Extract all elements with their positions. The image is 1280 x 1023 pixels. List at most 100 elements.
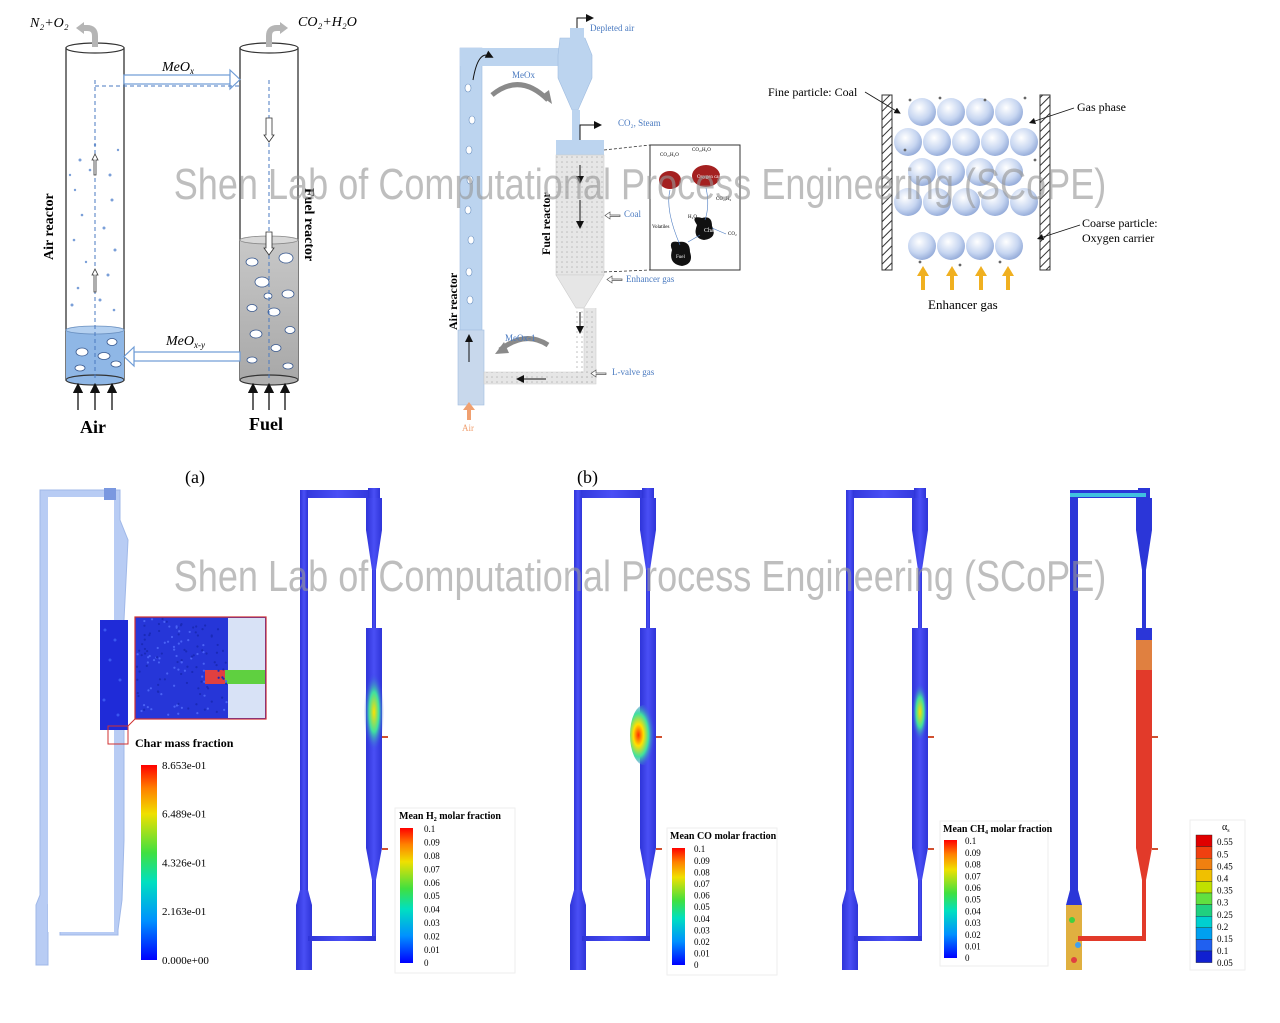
legend-tick-label: 0.3: [1217, 898, 1229, 908]
legend-tick-label: 4.326e-01: [162, 857, 206, 869]
inset-co2h2o-left: CO₂,H₂O: [660, 153, 679, 158]
inset-oxygen-carrier: Oxygen carrier: [697, 175, 727, 180]
oxygen-carrier-sphere: [937, 158, 965, 186]
legend-tick-label: 0: [965, 953, 970, 963]
gas-phase-label: Gas phase: [1077, 100, 1126, 114]
legend-color-block: [1195, 858, 1213, 871]
inset-char: Char: [704, 228, 716, 234]
meoxy-transfer-arrow: [123, 345, 241, 368]
air-in-label: Air: [462, 423, 474, 433]
fuel-reactor-label: Fuel reactor: [301, 188, 316, 261]
legend-3-ticks: 0.10.090.080.070.060.050.040.030.020.010: [694, 844, 710, 970]
oxygen-carrier-spheres: [894, 98, 1038, 260]
legend-co: Mean CO molar fraction 0.1 0.090.08 0.07 0.…: [666, 827, 778, 976]
oxygen-carrier-sphere: [894, 188, 922, 216]
legend-tick-label: 8.653e-01: [162, 760, 206, 772]
legend-tick-label: 0.08: [965, 860, 981, 870]
fine-particle-label: Fine particle: Coal: [768, 85, 858, 99]
legend-3-title: Mean CO molar fraction: [670, 831, 777, 842]
air-reactor-column: [65, 42, 125, 386]
legend-tick-label: 0: [694, 960, 699, 970]
legend-tick-label: 0.1: [424, 824, 435, 834]
oxygen-carrier-sphere: [995, 98, 1023, 126]
reaction-inset: CO₂,H₂O CO₂,H₂O Oxygen carrier CO₂,H₂ Vo…: [603, 144, 741, 273]
legend-tick-label: 2.163e-01: [162, 906, 206, 918]
oxygen-carrier-sphere: [981, 188, 1009, 216]
legend-color-block: [1195, 892, 1213, 905]
oxygen-carrier-sphere: [908, 98, 936, 126]
legend-1-colorbar: [141, 765, 157, 960]
legend-h2: Mean H2 molar fraction 0.1 0.09 0.08 0.07 0.…: [394, 807, 516, 974]
meoxy-label: MeOx-y: [165, 334, 205, 350]
legend-tick-label: 0.02: [965, 930, 981, 940]
legend-tick-label: 0.1: [965, 836, 976, 846]
legend-tick-label: 0.1: [694, 844, 705, 854]
legend-5-colorbar: [1195, 834, 1213, 963]
enhancer-gas-b-label: Enhancer gas: [626, 274, 675, 284]
legend-tick-label: 0.02: [424, 931, 440, 941]
legend-tick-label: 0.5: [1217, 849, 1229, 859]
legend-5-ticks: 0.550.50.450.40.350.30.250.20.150.10.05: [1217, 837, 1233, 968]
legend-tick-label: 0.05: [694, 902, 710, 912]
legend-tick-label: 0.05: [1217, 958, 1233, 968]
oxygen-carrier-sphere: [908, 158, 936, 186]
top-right-gas-label: CO₂+H₂O: [298, 15, 357, 30]
top-left-gas-label: N₂+O₂: [29, 16, 69, 31]
inset-co2: CO₂: [728, 232, 737, 237]
panel-a-schematic: N₂+O₂ CO₂+H₂O MeOx MeOx-y Air reactor Fu…: [29, 15, 357, 488]
cfd-char-mass-fraction: Char mass fraction 8.653e-016.489e-014.3…: [35, 488, 267, 967]
oxygen-carrier-sphere: [966, 232, 994, 260]
inset-fuel: Fuel: [676, 255, 686, 260]
legend-color-block: [1195, 939, 1213, 952]
legend-tick-label: 0.05: [965, 895, 981, 905]
legend-4-title: Mean CH4 molar fraction: [943, 824, 1053, 836]
legend-1-ticks: 8.653e-016.489e-014.326e-012.163e-010.00…: [162, 760, 209, 967]
oxygen-carrier-sphere: [952, 128, 980, 156]
air-inlet-label: Air: [80, 417, 106, 437]
legend-tick-label: 0.09: [424, 838, 440, 848]
legend-tick-label: 0.25: [1217, 910, 1233, 920]
legend-tick-label: 0.03: [694, 925, 710, 935]
legend-3-colorbar: [672, 848, 685, 965]
legend-ch4: Mean CH4 molar fraction 0.10.090.080.070…: [939, 820, 1053, 967]
fuel-reactor-b-label: Fuel reactor: [539, 192, 553, 255]
coarse-particle-label-2: Oxygen carrier: [1082, 231, 1154, 245]
coarse-particle-label-1: Coarse particle:: [1082, 216, 1158, 230]
legend-tick-label: 0.04: [965, 906, 981, 916]
legend-tick-label: 0.07: [694, 879, 710, 889]
inset-volatiles: Volatiles: [652, 225, 669, 230]
oxygen-carrier-sphere: [995, 158, 1023, 186]
caption-b: (b): [577, 467, 598, 488]
panel-c-schematic: Fine particle: Coal Gas phase Coarse par…: [768, 85, 1158, 312]
legend-tick-label: 0.03: [424, 918, 440, 928]
legend-color-block: [1195, 881, 1213, 894]
legend-tick-label: 0.05: [424, 891, 440, 901]
legend-tick-label: 0.09: [694, 856, 710, 866]
legend-tick-label: 0.07: [424, 864, 440, 874]
oxygen-carrier-sphere: [894, 128, 922, 156]
legend-tick-label: 0.08: [424, 851, 440, 861]
legend-color-block: [1195, 904, 1213, 917]
cfd-h2-fraction: [296, 488, 388, 970]
legend-tick-label: 0.01: [694, 949, 710, 959]
oxygen-carrier-sphere: [937, 232, 965, 260]
legend-1-title: Char mass fraction: [135, 736, 234, 750]
legend-color-block: [1195, 834, 1213, 847]
legend-color-block: [1195, 846, 1213, 859]
oxygen-carrier-sphere: [981, 128, 1009, 156]
fuel-reactor-column: [239, 42, 299, 386]
legend-tick-label: 0.35: [1217, 886, 1233, 896]
cfd-co-fraction: [570, 488, 662, 970]
co2-steam-label: CO₂, Steam: [618, 118, 661, 128]
legend-alpha: αs 0.550.50.450.40.350.30.250.20.150.10.…: [1189, 819, 1246, 971]
legend-tick-label: 0.04: [424, 905, 440, 915]
cfd-solid-fraction: [1066, 488, 1158, 970]
legend-tick-label: 0.08: [694, 867, 710, 877]
legend-2-title: Mean H2 molar fraction: [399, 811, 501, 823]
legend-tick-label: 0: [424, 958, 429, 968]
legend-4-colorbar: [944, 840, 957, 958]
caption-a: (a): [185, 467, 205, 488]
meox-transfer-arrow: [123, 68, 241, 91]
oxygen-carrier-sphere: [923, 188, 951, 216]
legend-4-ticks: 0.10.090.080.070.060.050.040.030.020.010: [965, 836, 981, 963]
